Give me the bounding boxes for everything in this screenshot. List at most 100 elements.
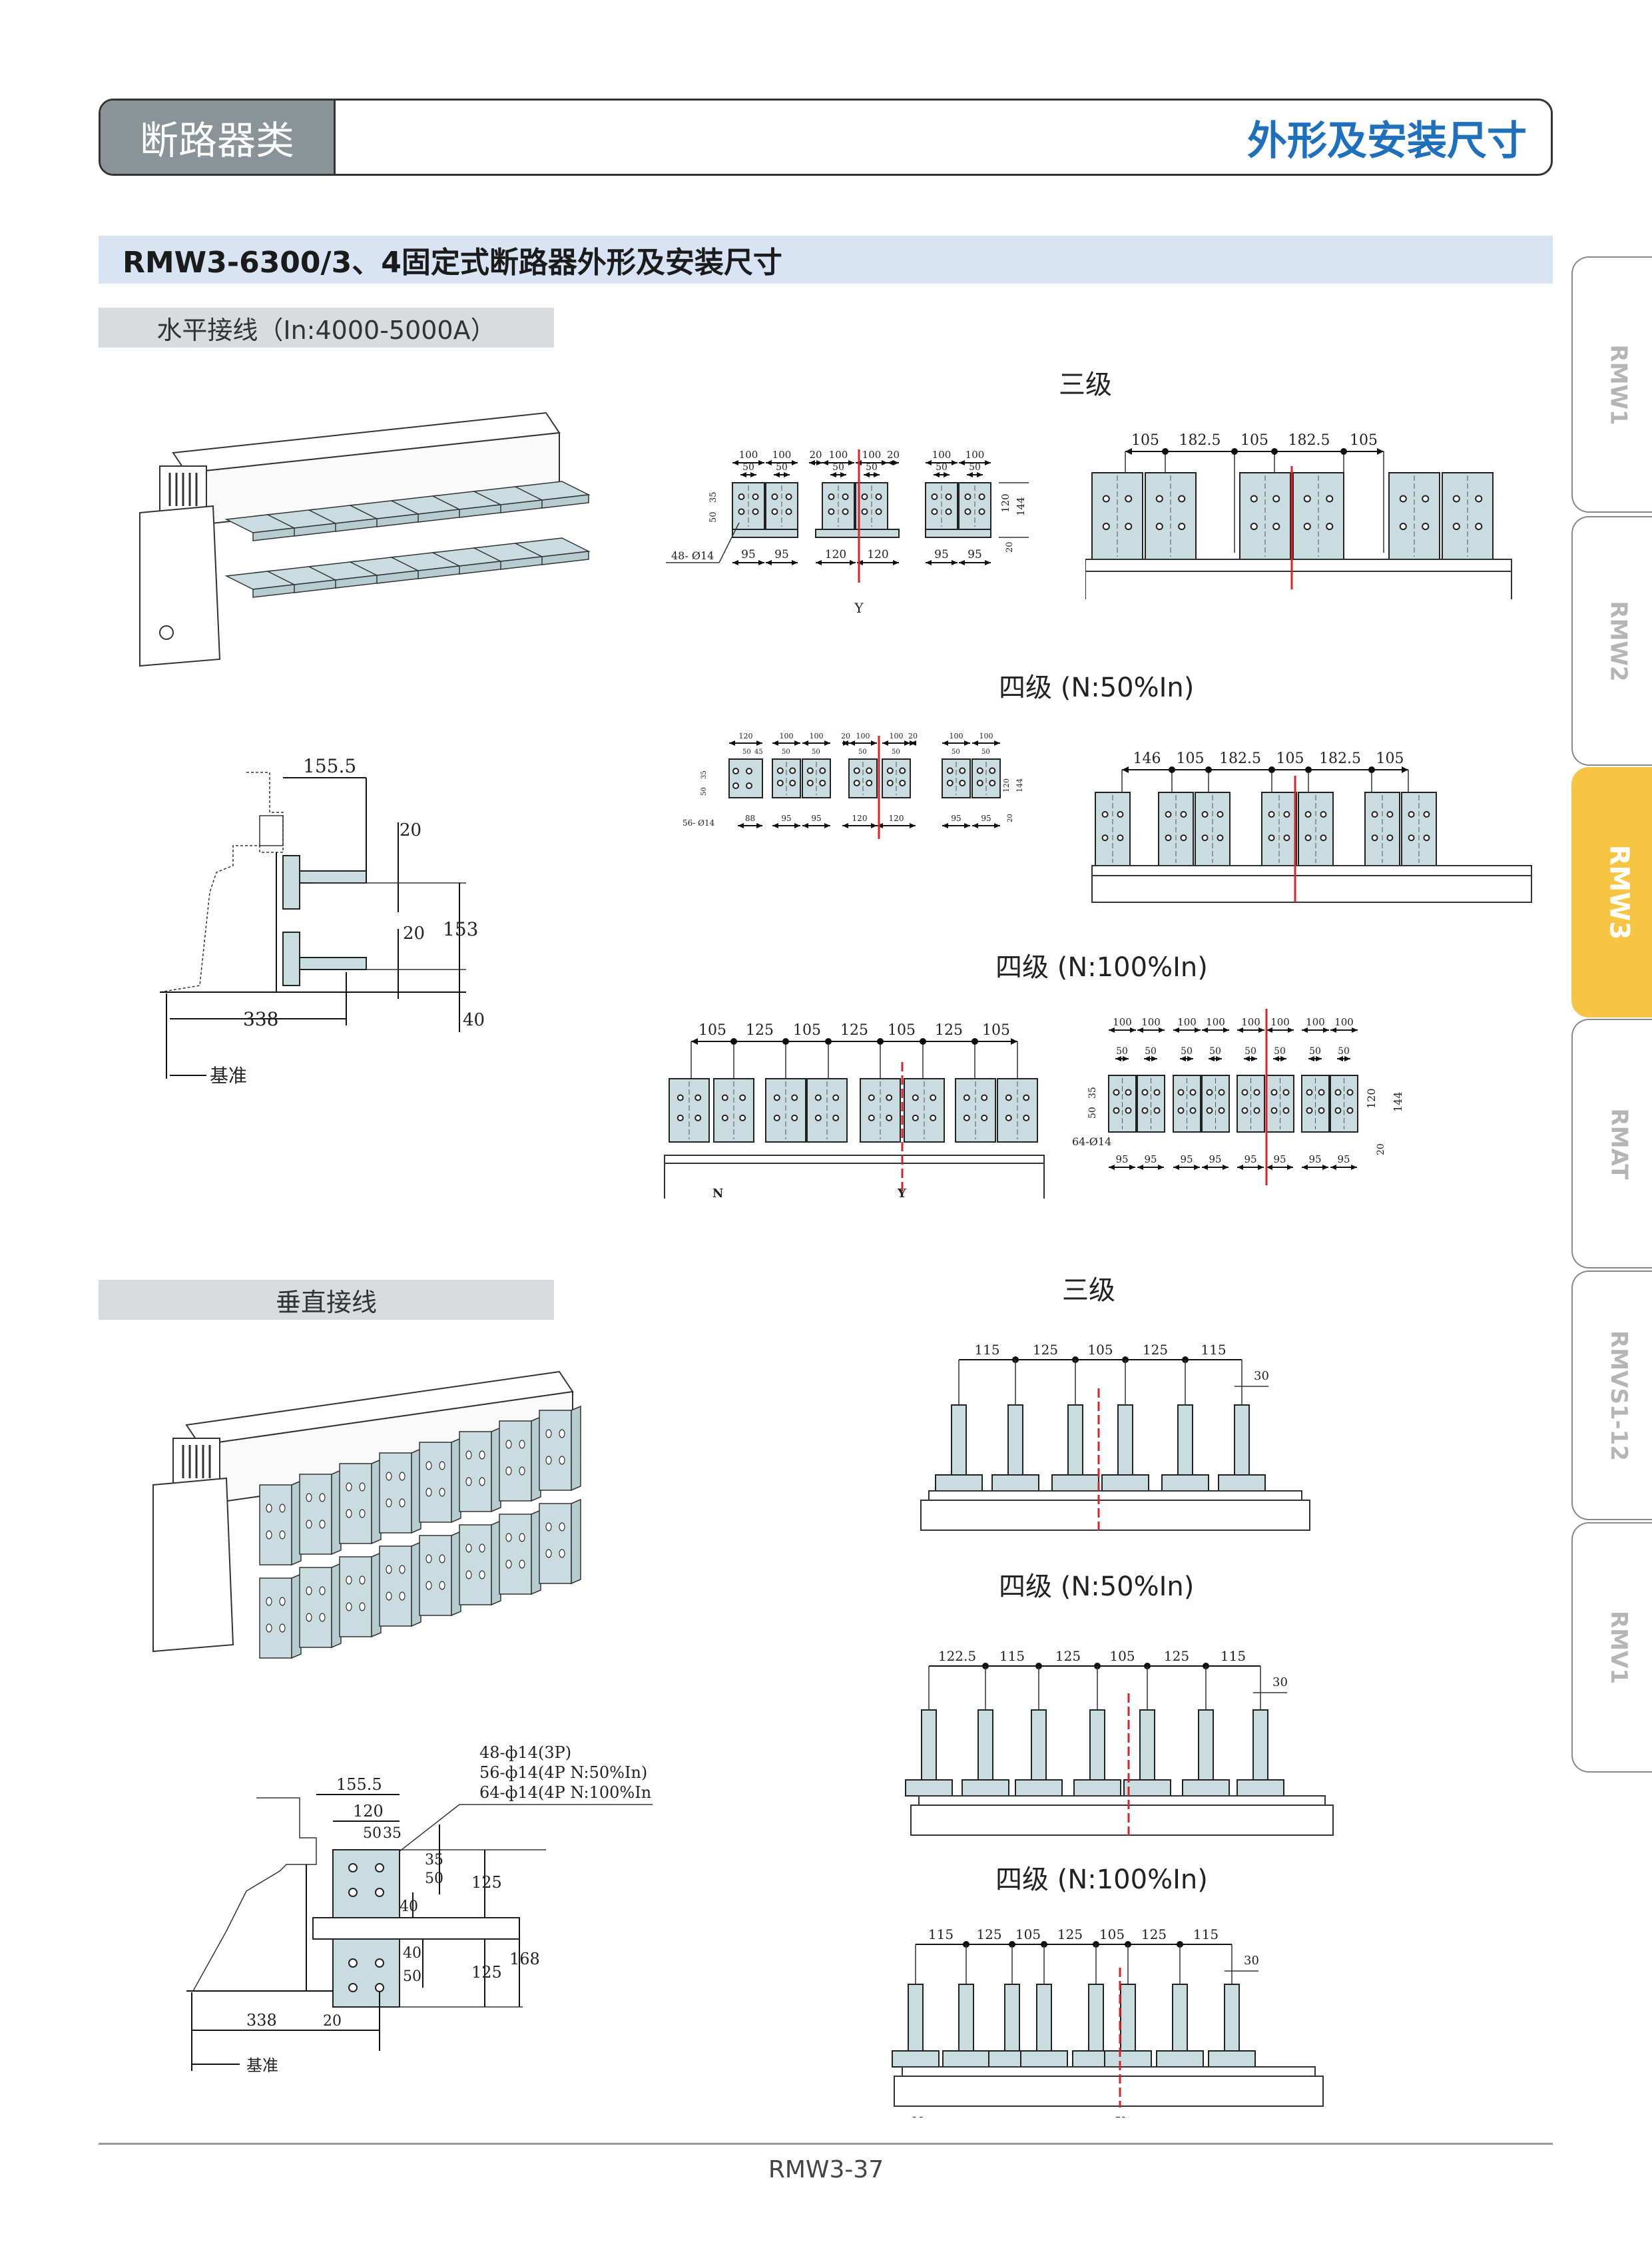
hole-spacing-dim: 50 [1145, 1046, 1157, 1057]
mounting-hole [1125, 1107, 1132, 1114]
v-four-pole-100-title: 四级 (N:100%In) [995, 1864, 1208, 1895]
mounting-hole [746, 782, 752, 789]
arrow-head [1173, 1027, 1179, 1033]
plan-bottom-dim: 95 [1308, 1153, 1321, 1165]
iso-busbar-edge [411, 1541, 421, 1627]
vertical-busbar [1224, 1984, 1240, 2052]
dim-h1: 120 [1365, 1088, 1378, 1109]
pitch-dim: 182.5 [1179, 432, 1221, 449]
arrow-head [824, 823, 830, 828]
arrow-head [942, 823, 948, 828]
mounting-hole [866, 779, 873, 786]
mounting-hole [1452, 495, 1460, 503]
pitch-dim: 105 [1087, 1342, 1113, 1358]
pitch-dim: 105 [698, 1022, 726, 1039]
plan-bottom-dim: 95 [1115, 1153, 1128, 1165]
side-tab-rmvs1-12[interactable]: RMVS1-12 [1571, 1270, 1652, 1520]
dim-gap1: 20 [400, 820, 421, 840]
mounting-hole [912, 1114, 919, 1121]
busbar-foot [1051, 1474, 1099, 1492]
vertical-busbar [1036, 1984, 1052, 2052]
iso-hole [465, 1570, 472, 1579]
iso-vertical-busbar [259, 1577, 292, 1659]
mounting-hole [1272, 495, 1280, 503]
iso-vertical-busbar [459, 1431, 492, 1512]
dim-a: 35 [700, 770, 708, 779]
iso-busbar-edge [531, 1509, 541, 1595]
breaker-body [139, 412, 561, 667]
mounting-hole [931, 508, 938, 515]
plan-top-dim: 20 [809, 449, 822, 461]
arrow-head [1251, 1056, 1257, 1061]
mounting-hole [1318, 1107, 1325, 1114]
mounting-hole [981, 1114, 988, 1121]
base-body [1091, 875, 1532, 903]
iso-hole [439, 1581, 445, 1590]
arrow-head [964, 823, 970, 828]
hole-note-4p50: 56-ф14(4P N:50%In) [479, 1763, 647, 1782]
mounting-hole [868, 1094, 875, 1101]
arrow-head [774, 472, 780, 477]
busbar-foot [905, 1779, 953, 1797]
plan-bottom-dim: 95 [1144, 1153, 1157, 1165]
arrow-head [843, 740, 849, 746]
bar-width: 30 [1254, 1369, 1269, 1383]
plan-bottom-dim: 95 [1244, 1153, 1256, 1165]
mounting-hole [738, 508, 745, 515]
arrow-head [766, 460, 772, 465]
arrow-head [1237, 1027, 1243, 1033]
arrow-head [758, 460, 764, 465]
mounting-hole [1320, 834, 1327, 842]
first-spacing: 45 [754, 748, 763, 756]
mounting-hole [732, 768, 739, 774]
mounting-hole [1153, 1107, 1161, 1114]
side-tab-rmat[interactable]: RMAT [1571, 1019, 1652, 1268]
iso-busbar-edge [371, 1458, 382, 1545]
mounting-hole [930, 1114, 937, 1121]
mounting-hole [978, 508, 985, 515]
mounting-hole [1113, 1089, 1120, 1096]
pitch-dim: 105 [793, 1022, 821, 1039]
plan-top-dim: 100 [856, 732, 870, 740]
mounting-hole [886, 767, 894, 774]
mounting-hole [959, 767, 966, 774]
iso-vertical-busbar [299, 1474, 332, 1555]
mounting-hole [814, 1114, 822, 1121]
plan-bottom-dim: 120 [867, 548, 888, 561]
mounting-hole [963, 1094, 970, 1101]
mounting-hole [752, 493, 759, 500]
side-tab-rmw3[interactable]: RMW3 [1571, 767, 1652, 1017]
busbar-foot [942, 2050, 990, 2068]
vertical-busbar [1088, 1984, 1104, 2052]
dim-h3: 20 [1007, 814, 1014, 822]
arrow-head [888, 460, 894, 465]
mounting-hole [976, 767, 983, 774]
dim-dot [877, 1038, 884, 1045]
mounting-hole [899, 779, 906, 786]
busbar-foot [892, 2050, 940, 2068]
plan-top-dim: 20 [887, 449, 900, 461]
arrow-head [1137, 1027, 1143, 1033]
side-tab-rmw1[interactable]: RMW1 [1571, 256, 1652, 513]
hole-spec: 48- Ø14 [671, 549, 714, 562]
busbar-foot [1208, 2050, 1256, 2068]
mounting-hole [1218, 1089, 1225, 1096]
iso-hole [359, 1602, 366, 1611]
plan-top-dim: 100 [1334, 1016, 1354, 1028]
mounting-hole [832, 1094, 840, 1101]
mounting-hole [1253, 1107, 1260, 1114]
mounting-hole [886, 779, 894, 786]
side-tab-rmv1[interactable]: RMV1 [1571, 1522, 1652, 1773]
mounting-hole [1270, 1107, 1278, 1114]
dim-dot [920, 1038, 926, 1045]
arrow-head [964, 740, 970, 746]
arrow-head [1344, 1056, 1350, 1061]
mounting-hole [1475, 495, 1483, 503]
side-tab-rmw2[interactable]: RMW2 [1571, 516, 1652, 766]
mounting-hole [677, 1114, 684, 1121]
n-label: N [912, 2115, 923, 2117]
hole-spacing-dim: 50 [1309, 1046, 1321, 1057]
iso-vertical-busbar [299, 1567, 332, 1648]
dim-dot [1340, 448, 1347, 455]
